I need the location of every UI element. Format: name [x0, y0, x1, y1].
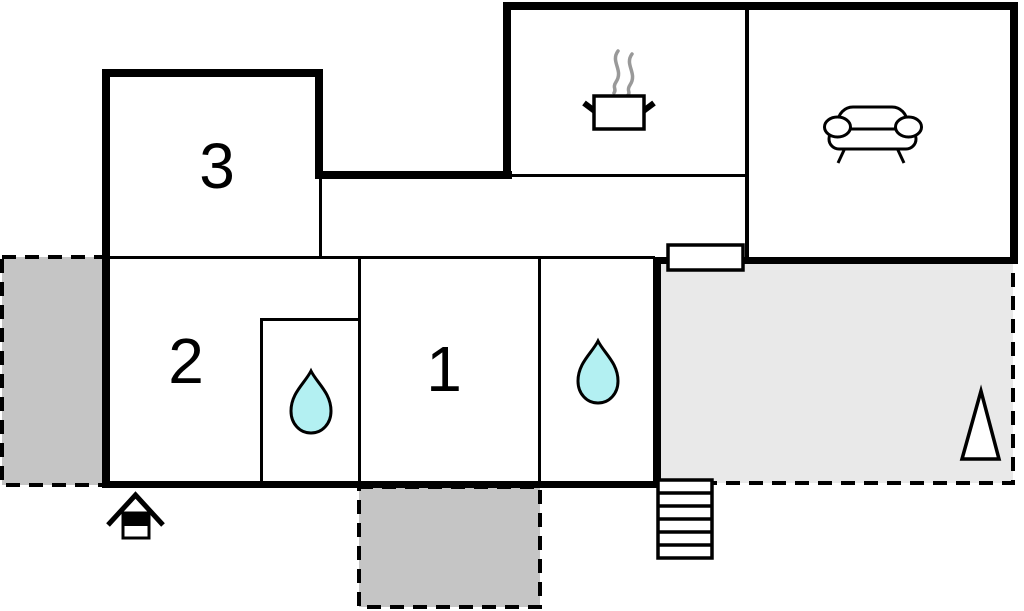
bedroom-3-label: 3: [199, 130, 235, 202]
wall-bedroom2-bedroom1-divider: [358, 258, 361, 482]
sofa-icon: [823, 105, 923, 164]
bedroom-1-label: 1: [426, 333, 462, 405]
terrace-right: [657, 257, 1015, 485]
wall-room3-top: [102, 69, 323, 77]
cooking-pot-icon: [582, 49, 656, 131]
wall-right: [1010, 2, 1018, 264]
walls: [102, 2, 1018, 488]
water-drop-icon: [289, 367, 333, 435]
wall-bathroom1-top: [260, 318, 361, 321]
wall-hallway-top: [315, 171, 512, 179]
terrace-bottom: [357, 485, 542, 609]
wall-bathroom1-left: [260, 318, 263, 482]
wall-livingroom-bottom: [653, 257, 1018, 264]
window: [666, 243, 745, 272]
tree-icon: [959, 384, 1002, 461]
house-icon: [106, 491, 165, 540]
wall-room3-right-upper: [315, 69, 323, 178]
wall-kitchen-left: [503, 2, 511, 178]
wall-kitchen-living-divider: [745, 8, 749, 258]
stairs-icon: [656, 478, 714, 560]
water-drop-icon: [576, 337, 620, 405]
wall-bedrooms-top: [104, 256, 655, 259]
wall-left: [102, 69, 110, 488]
wall-top: [503, 2, 1018, 10]
wall-room3-right-lower: [319, 178, 322, 258]
wall-kitchen-bottom: [510, 174, 748, 177]
wall-bedroom1-bathroom-divider: [538, 258, 541, 482]
bedroom-2-label: 2: [168, 325, 204, 397]
terrace-left: [0, 255, 106, 487]
wall-middle-right: [653, 257, 661, 488]
wall-bottom: [102, 481, 660, 488]
